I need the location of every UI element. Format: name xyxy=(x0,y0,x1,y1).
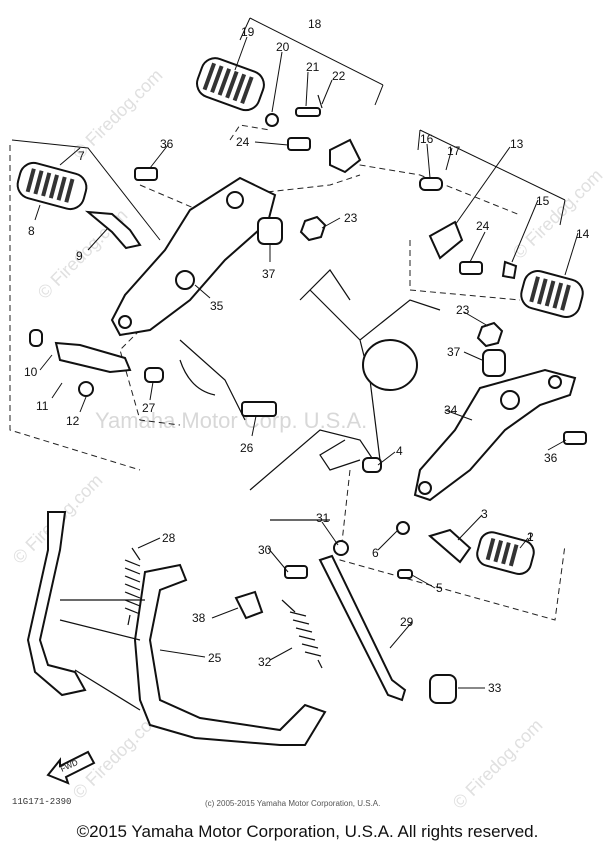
callout-36-right: 36 xyxy=(544,451,558,465)
callout-36-left: 36 xyxy=(160,137,174,151)
footrest-bracket-left xyxy=(110,176,277,337)
footrest-bracket-right xyxy=(413,368,577,502)
callout-33: 33 xyxy=(488,681,502,695)
callout-25: 25 xyxy=(208,651,222,665)
footpeg-assembly-top xyxy=(196,57,362,174)
callout-7: 7 xyxy=(78,149,85,163)
callout-29: 29 xyxy=(400,615,414,629)
watermark-bottom-right: © Firedog.com xyxy=(449,715,547,813)
callout-11: 11 xyxy=(36,399,49,413)
callout-37-left: 37 xyxy=(262,267,276,281)
callout-10: 10 xyxy=(24,365,38,379)
footpeg-assembly-right xyxy=(419,177,584,318)
callout-26: 26 xyxy=(240,441,254,455)
footer-copyright: ©2015 Yamaha Motor Corporation, U.S.A. A… xyxy=(76,822,539,841)
callout-34: 34 xyxy=(444,403,458,417)
frame-outline xyxy=(179,269,441,521)
callout-12: 12 xyxy=(66,414,80,428)
callout-23-right: 23 xyxy=(456,303,470,317)
hardware-parts xyxy=(29,137,587,704)
callout-3: 3 xyxy=(481,507,488,521)
callout-22: 22 xyxy=(332,69,346,83)
group-brackets xyxy=(9,17,566,621)
callout-37-right: 37 xyxy=(447,345,461,359)
callout-labels: 1 2 3 4 5 6 7 8 9 10 11 12 13 14 15 16 1… xyxy=(24,17,590,695)
callout-24-left: 24 xyxy=(236,135,250,149)
small-copyright: (c) 2005-2015 Yamaha Motor Corporation, … xyxy=(205,799,381,808)
springs xyxy=(124,547,323,669)
callout-19: 19 xyxy=(241,25,255,39)
callout-17: 17 xyxy=(447,144,461,158)
leader-lines xyxy=(34,36,579,689)
callout-9: 9 xyxy=(76,249,83,263)
callout-28: 28 xyxy=(162,531,176,545)
callout-4: 4 xyxy=(396,444,403,458)
callout-1: 1 xyxy=(527,530,534,544)
callout-15: 15 xyxy=(536,194,550,208)
center-watermark: Yamaha Motor Corp. U.S.A. xyxy=(95,408,367,433)
center-stand xyxy=(26,511,327,746)
callout-35: 35 xyxy=(210,299,224,313)
callout-32: 32 xyxy=(258,655,272,669)
callout-8: 8 xyxy=(28,224,35,238)
callout-5: 5 xyxy=(436,581,443,595)
callout-16: 16 xyxy=(420,132,434,146)
callout-38: 38 xyxy=(192,611,206,625)
callout-6: 6 xyxy=(372,546,379,560)
callout-13: 13 xyxy=(510,137,524,151)
callout-31: 31 xyxy=(316,511,330,525)
callout-27: 27 xyxy=(142,401,156,415)
callout-14: 14 xyxy=(576,227,590,241)
callout-23-left: 23 xyxy=(344,211,358,225)
callout-20: 20 xyxy=(276,40,290,54)
callout-21: 21 xyxy=(306,60,320,74)
callout-30: 30 xyxy=(258,543,272,557)
callout-24-right: 24 xyxy=(476,219,490,233)
callout-18: 18 xyxy=(308,17,322,31)
footpeg-assembly-left xyxy=(16,161,142,250)
side-stand xyxy=(318,554,407,702)
callout-2: 2 xyxy=(527,530,534,544)
reference-code: 11G171-2390 xyxy=(12,797,72,807)
